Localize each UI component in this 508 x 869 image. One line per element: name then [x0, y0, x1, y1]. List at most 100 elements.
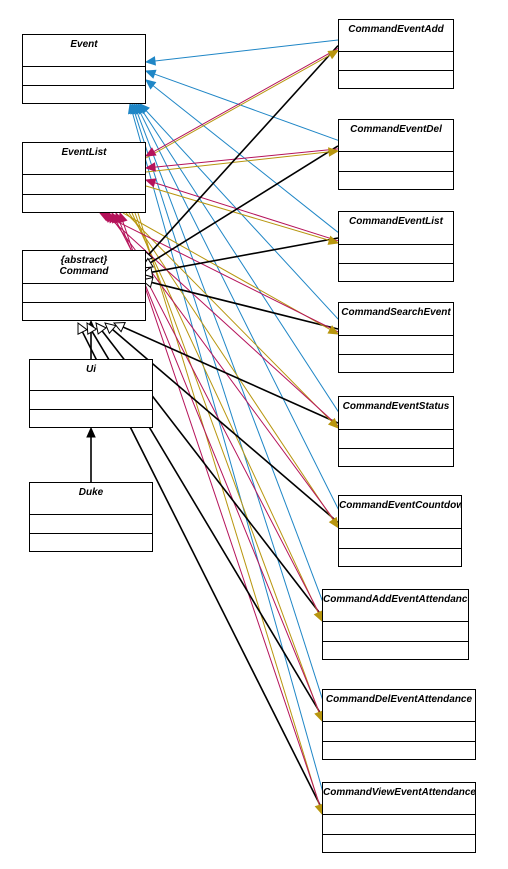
attributes-compartment — [23, 175, 145, 195]
operations-compartment — [30, 410, 152, 427]
class-command-search-event[interactable]: CommandSearchEvent — [338, 302, 454, 373]
class-name: CommandSearchEvent — [339, 303, 453, 336]
operations-compartment — [339, 549, 461, 566]
class-eventlist[interactable]: EventList — [22, 142, 146, 213]
class-name: CommandViewEventAttendance — [323, 783, 475, 815]
relation-dependency-countdown-event — [139, 111, 343, 517]
attributes-compartment — [30, 515, 152, 534]
relation-dependency-del-eventlist — [154, 148, 339, 168]
relation-dependency-eventlist-status — [125, 212, 333, 422]
arrowhead-generalization-21 — [112, 321, 126, 333]
relation-generalization-status-command — [122, 326, 339, 424]
operations-compartment — [339, 264, 453, 281]
relation-dependency-list-event — [152, 85, 339, 233]
operations-compartment — [339, 71, 453, 88]
operations-compartment — [323, 835, 475, 852]
class-name: EventList — [23, 143, 145, 175]
arrowhead-generalization-29 — [95, 322, 108, 335]
class-name-text: Command — [59, 266, 109, 277]
arrowhead-dependency-2 — [144, 56, 156, 66]
attributes-compartment — [339, 529, 461, 549]
arrowhead-dependency-10 — [145, 79, 157, 90]
arrowhead-dependency-11 — [144, 178, 157, 188]
relation-dependency-status-eventlist — [110, 218, 339, 427]
relation-dependency-eventlist-countdown — [128, 212, 334, 521]
attributes-compartment — [339, 336, 453, 355]
attributes-compartment — [323, 622, 468, 642]
class-name: CommandEventAdd — [339, 20, 453, 52]
class-command-event-del[interactable]: CommandEventDel — [338, 119, 454, 190]
class-name: CommandEventCountdown — [339, 496, 461, 529]
operations-compartment — [339, 172, 453, 189]
relation-dependency-addatt-event — [136, 112, 327, 611]
arrowhead-dependency-24 — [328, 516, 339, 529]
relation-dependency-viewatt-eventlist — [122, 221, 323, 812]
class-ui[interactable]: Ui — [29, 359, 153, 428]
relation-dependency-eventlist-del — [145, 151, 330, 173]
attributes-compartment — [339, 52, 453, 71]
arrowhead-dependency-4 — [327, 49, 340, 60]
class-command-del-event-attendance[interactable]: CommandDelEventAttendance — [322, 689, 476, 760]
relation-dependency-eventlist-addatt — [131, 212, 319, 614]
class-name: Duke — [30, 483, 152, 515]
operations-compartment — [339, 355, 453, 372]
class-name: CommandEventStatus — [339, 397, 453, 430]
operations-compartment — [339, 449, 453, 466]
class-name: CommandAddEventAttendance — [323, 590, 468, 622]
relation-dependency-add-event — [154, 39, 339, 62]
relation-dependency-viewatt-event — [131, 112, 327, 804]
arrowhead-dependency-7 — [144, 162, 156, 172]
relation-dependency-delatt-eventlist — [118, 221, 323, 720]
class-name: Event — [23, 35, 145, 67]
class-command-add-event-attendance[interactable]: CommandAddEventAttendance — [322, 589, 469, 660]
class-name: CommandDelEventAttendance — [323, 690, 475, 722]
operations-compartment — [23, 303, 145, 320]
attributes-compartment — [339, 245, 453, 264]
arrowhead-dependency-34 — [127, 102, 138, 115]
arrowhead-dependency-35 — [118, 211, 128, 224]
relation-dependency-add-eventlist — [153, 47, 339, 153]
arrowhead-generalization-37 — [77, 322, 88, 335]
arrowhead-generalization-25 — [104, 322, 117, 335]
operations-compartment — [23, 86, 145, 103]
arrowhead-dependency-16 — [327, 325, 340, 335]
arrowhead-dependency-8 — [328, 147, 340, 157]
attributes-compartment — [323, 722, 475, 742]
arrowhead-generalization-33 — [86, 322, 98, 335]
relation-dependency-eventlist-add — [145, 54, 331, 159]
relation-generalization-search-command — [151, 281, 339, 330]
relation-generalization-add-command — [148, 45, 339, 256]
class-command-event-countdown[interactable]: CommandEventCountdown — [338, 495, 462, 567]
arrowhead-dependency-12 — [327, 235, 340, 245]
class-name: CommandEventList — [339, 212, 453, 245]
arrowhead-dependency-3 — [144, 147, 157, 157]
abstract-stereotype: {abstract} — [60, 255, 108, 266]
relation-dependency-eventlist-delatt — [134, 212, 320, 713]
attributes-compartment — [339, 430, 453, 449]
class-name: Ui — [30, 360, 152, 391]
relation-generalization-list-command — [151, 237, 339, 273]
relation-dependency-eventlist-list — [145, 185, 330, 241]
relation-dependency-search-eventlist — [107, 216, 339, 333]
arrowhead-dependency-20 — [327, 417, 339, 429]
class-command-view-event-attendance[interactable]: CommandViewEventAttendance — [322, 782, 476, 853]
relation-dependency-del-event — [154, 73, 339, 141]
class-command-event-add[interactable]: CommandEventAdd — [338, 19, 454, 89]
relation-dependency-search-event — [145, 110, 343, 324]
relation-dependency-delatt-event — [134, 112, 327, 711]
class-command[interactable]: {abstract} Command — [22, 250, 146, 321]
class-duke[interactable]: Duke — [29, 482, 153, 552]
class-event[interactable]: Event — [22, 34, 146, 104]
attributes-compartment — [23, 284, 145, 303]
attributes-compartment — [323, 815, 475, 835]
relation-dependency-status-event — [142, 111, 343, 418]
operations-compartment — [323, 642, 468, 659]
relation-generalization-del-command — [150, 145, 339, 264]
relation-dependency-list-eventlist — [154, 182, 339, 242]
operations-compartment — [323, 742, 475, 759]
class-command-event-status[interactable]: CommandEventStatus — [338, 396, 454, 467]
class-command-event-list[interactable]: CommandEventList — [338, 211, 454, 282]
attributes-compartment — [30, 391, 152, 410]
class-name: CommandEventDel — [339, 120, 453, 152]
